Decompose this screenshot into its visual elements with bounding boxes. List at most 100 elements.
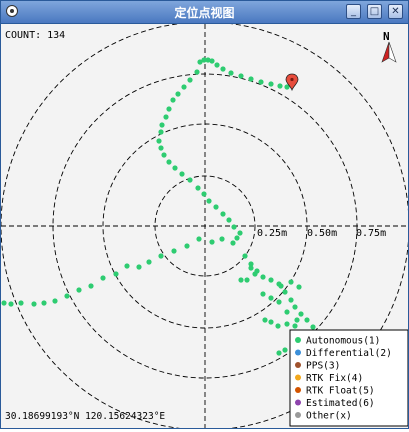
legend-swatch	[295, 337, 301, 343]
position-point	[292, 304, 298, 310]
position-point	[278, 283, 284, 289]
legend-swatch	[295, 362, 301, 368]
position-point	[196, 236, 202, 242]
legend-swatch	[295, 387, 301, 393]
position-point	[284, 309, 290, 315]
position-point	[276, 350, 282, 356]
legend-label: Autonomous(1)	[306, 336, 380, 347]
position-point	[282, 347, 288, 353]
position-point	[292, 323, 298, 329]
position-point	[1, 300, 7, 306]
legend-label: RTK Float(5)	[306, 386, 375, 397]
legend: Autonomous(1)Differential(2)PPS(3)RTK Fi…	[289, 329, 409, 427]
legend-label: RTK Fix(4)	[306, 373, 363, 384]
position-point	[277, 83, 283, 89]
close-button[interactable]: ✕	[388, 4, 403, 19]
position-point	[268, 295, 274, 301]
position-point	[136, 264, 142, 270]
map-pin-icon[interactable]	[285, 73, 299, 92]
position-point	[288, 279, 294, 285]
position-plot-area[interactable]: 0.25m 0.50m 0.75m COUNT: 134 N	[0, 21, 409, 431]
position-point	[158, 253, 164, 259]
minimize-button[interactable]: _	[346, 4, 361, 19]
position-point	[161, 152, 167, 158]
position-point	[166, 106, 172, 112]
position-point	[100, 275, 106, 281]
legend-label: Other(x)	[306, 411, 352, 422]
position-point	[158, 145, 164, 151]
position-point	[158, 129, 164, 135]
position-point	[88, 283, 94, 289]
position-point	[242, 253, 248, 259]
position-point	[248, 261, 254, 267]
position-point	[228, 70, 234, 76]
position-point	[113, 271, 119, 277]
position-point	[244, 277, 250, 283]
position-point	[219, 236, 225, 242]
position-point	[268, 81, 274, 87]
position-point	[258, 79, 264, 85]
position-point	[194, 69, 200, 75]
north-compass-icon: N	[381, 30, 397, 63]
ring-label-1: 0.25m	[257, 228, 287, 239]
position-point	[206, 198, 212, 204]
position-point	[41, 300, 47, 306]
position-point	[288, 297, 294, 303]
position-point	[195, 185, 201, 191]
position-point	[237, 230, 243, 236]
position-point	[31, 301, 37, 307]
position-point	[298, 311, 304, 317]
position-point	[294, 317, 300, 323]
position-point	[166, 159, 172, 165]
position-point	[171, 248, 177, 254]
position-point	[230, 240, 236, 246]
position-point	[262, 317, 268, 323]
ring-label-3: 0.75m	[356, 228, 386, 239]
position-point	[238, 277, 244, 283]
position-point	[304, 317, 310, 323]
position-point	[213, 204, 219, 210]
position-point	[268, 319, 274, 325]
window-title: 定位点视图	[174, 6, 235, 20]
position-point	[64, 293, 70, 299]
position-point	[201, 57, 207, 63]
legend-swatch	[295, 374, 301, 381]
position-point	[226, 217, 232, 223]
position-point	[238, 73, 244, 79]
position-point	[214, 62, 220, 68]
coordinates-readout: 30.18699193°N 120.15624323°E	[5, 411, 165, 422]
count-readout: COUNT: 134	[5, 30, 65, 41]
position-point	[179, 171, 185, 177]
title-bar[interactable]: 定位点视图 _ □ ✕	[1, 1, 408, 24]
position-point	[184, 243, 190, 249]
position-point	[310, 324, 316, 330]
position-point	[209, 239, 215, 245]
position-point	[18, 300, 24, 306]
position-point	[187, 77, 193, 83]
position-point	[181, 84, 187, 90]
position-point	[282, 289, 288, 295]
position-point	[197, 59, 203, 65]
position-point	[260, 291, 266, 297]
crosshair	[1, 24, 408, 428]
position-point	[276, 299, 282, 305]
position-point	[220, 66, 226, 72]
position-point	[163, 114, 169, 120]
legend-swatch	[295, 399, 301, 406]
position-point	[296, 284, 302, 290]
position-point	[170, 97, 176, 103]
position-point	[260, 274, 266, 280]
legend-swatch	[295, 349, 301, 356]
position-point	[76, 287, 82, 293]
position-point	[187, 177, 193, 183]
position-point	[234, 235, 240, 241]
legend-label: PPS(3)	[306, 361, 340, 372]
position-point	[146, 259, 152, 265]
position-point	[175, 91, 181, 97]
position-point	[268, 277, 274, 283]
maximize-button[interactable]: □	[367, 4, 382, 19]
position-plot: 0.25m 0.50m 0.75m COUNT: 134 N	[0, 21, 409, 431]
app-icon[interactable]	[6, 5, 18, 17]
ring-label-2: 0.50m	[307, 228, 337, 239]
